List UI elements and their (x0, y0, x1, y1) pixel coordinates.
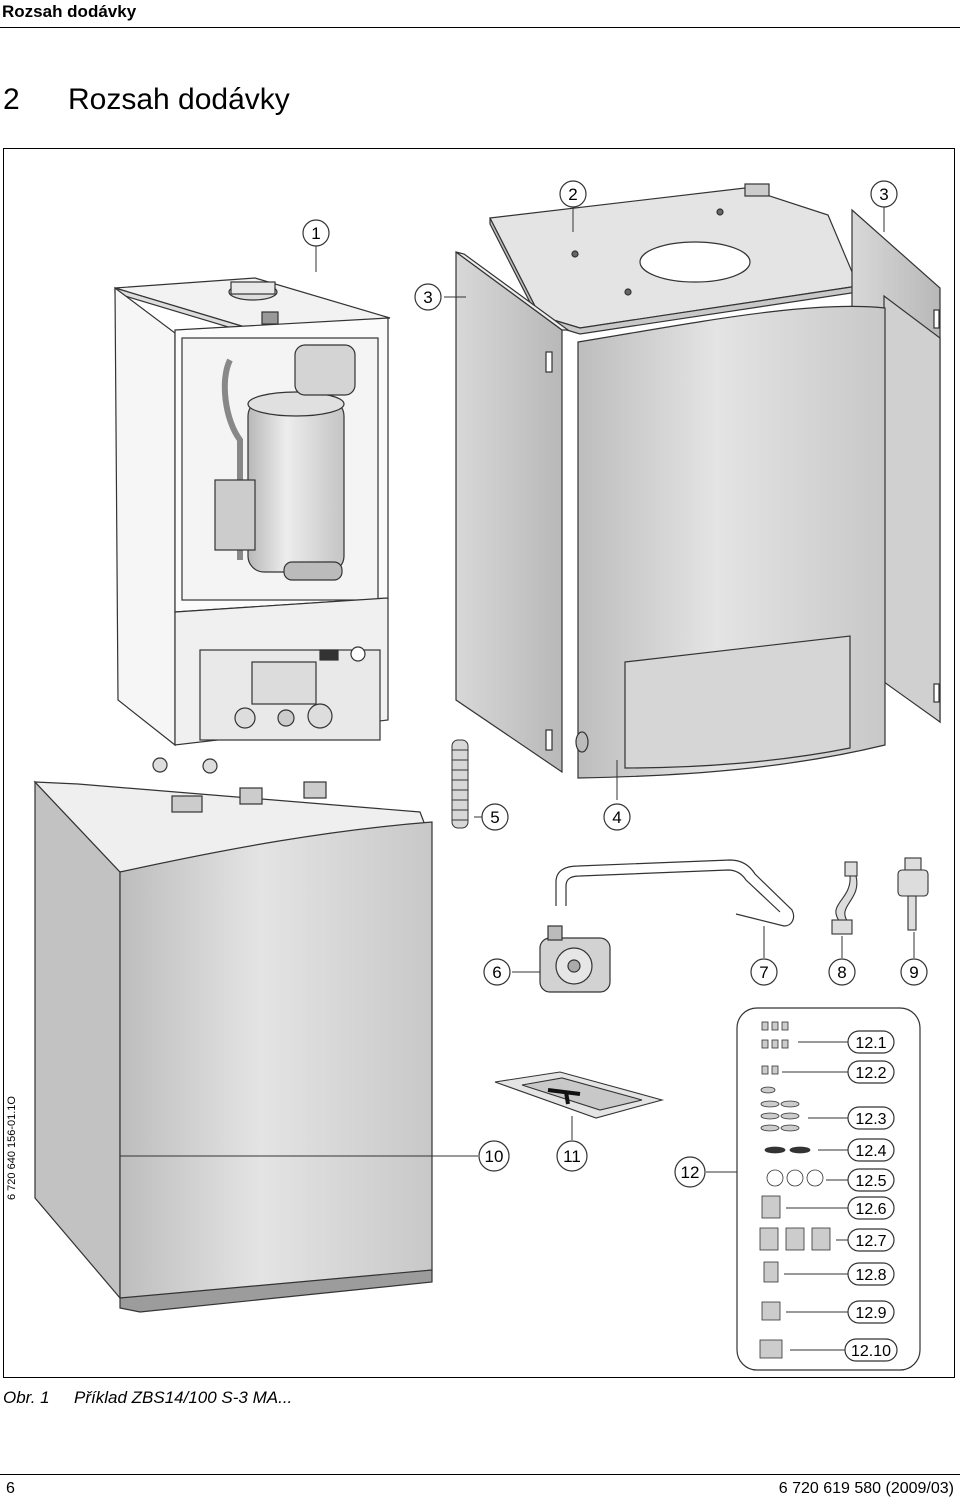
item-12-9: 12.9 (847, 1300, 895, 1324)
callout-8: 8 (828, 958, 856, 986)
page-number: 6 (6, 1480, 15, 1497)
item-12-2: 12.2 (847, 1060, 895, 1084)
storage-tank-cabinet (33, 757, 433, 1313)
running-header: Rozsah dodávky (0, 0, 960, 28)
callout-6: 6 (483, 958, 511, 986)
item-12-2-label: 12.2 (855, 1065, 886, 1082)
boiler-unit (114, 277, 391, 747)
item-12-1: 12.1 (847, 1030, 895, 1054)
callouts: 1 2 3 3 4 5 6 7 8 9 10 11 12 (302, 180, 928, 1188)
callout-5-label: 5 (490, 808, 499, 827)
callout-2-label: 2 (568, 185, 577, 204)
callout-6-label: 6 (492, 963, 501, 982)
figure-caption-label: Obr. 1 (3, 1388, 50, 1407)
item-12-8-label: 12.8 (855, 1267, 886, 1284)
item-12-1-label: 12.1 (855, 1035, 886, 1052)
callout-11-label: 11 (563, 1147, 581, 1166)
item-12-9-label: 12.9 (855, 1305, 886, 1322)
callout-3b-label: 3 (423, 288, 432, 307)
callout-7: 7 (750, 958, 778, 986)
footer-rule (0, 1474, 960, 1475)
callout-12: 12 (674, 1156, 706, 1188)
callout-3a-label: 3 (879, 185, 888, 204)
flex-hose (831, 861, 858, 935)
item-12-5-label: 12.5 (855, 1173, 886, 1190)
callout-10-label: 10 (485, 1147, 504, 1166)
documentation-pack (494, 1071, 665, 1119)
document-code: 6 720 619 580 (2009/03) (778, 1480, 954, 1497)
callout-4-label: 4 (612, 808, 621, 827)
item-12-10: 12.10 (844, 1338, 898, 1362)
callout-3b: 3 (414, 283, 442, 311)
callout-10: 10 (478, 1140, 510, 1172)
item-12-6: 12.6 (847, 1196, 895, 1220)
callout-11: 11 (556, 1140, 588, 1172)
callout-9: 9 (900, 958, 928, 986)
safety-valve (897, 857, 929, 931)
callout-1: 1 (302, 219, 330, 247)
callout-12-label: 12 (681, 1163, 700, 1182)
item-12-4: 12.4 (847, 1138, 895, 1162)
figure-frame (3, 148, 955, 1378)
item-12-3-label: 12.3 (855, 1111, 886, 1128)
leader-lines (120, 206, 915, 1351)
item-12-7: 12.7 (847, 1228, 895, 1252)
section-title: Rozsah dodávky (68, 83, 290, 116)
callout-3a: 3 (870, 180, 898, 208)
item-12-10-label: 12.10 (851, 1343, 891, 1360)
item-12-4-label: 12.4 (855, 1143, 886, 1160)
front-panel (575, 305, 886, 779)
callout-7-label: 7 (759, 963, 768, 982)
callout-5: 5 (481, 803, 509, 831)
left-side-panel (455, 250, 570, 774)
connection-pipe (555, 859, 795, 927)
top-cover (489, 183, 859, 335)
figure-image-code: 6 720 640 156-01.1O (6, 1096, 18, 1200)
corrugated-hose (451, 739, 469, 829)
figure-caption-text: Příklad ZBS14/100 S-3 MA... (74, 1388, 293, 1407)
item-12-7-label: 12.7 (855, 1233, 886, 1250)
section-number: 2 (3, 83, 20, 116)
circulation-pump (539, 925, 611, 993)
accessory-labels: 12.1 12.2 12.3 12.4 12.5 12.6 12.7 12.8 … (844, 1030, 898, 1362)
item-12-8: 12.8 (847, 1262, 895, 1286)
callout-8-label: 8 (837, 963, 846, 982)
callout-2: 2 (559, 180, 587, 208)
callout-9-label: 9 (909, 963, 918, 982)
callout-4: 4 (603, 803, 631, 831)
callout-1-label: 1 (311, 224, 320, 243)
exploded-view-illustration: 1 2 3 3 4 5 6 7 8 9 10 11 12 12.1 12.2 1… (33, 180, 941, 1371)
item-12-3: 12.3 (847, 1106, 895, 1130)
item-12-5: 12.5 (847, 1168, 895, 1192)
item-12-6-label: 12.6 (855, 1201, 886, 1218)
